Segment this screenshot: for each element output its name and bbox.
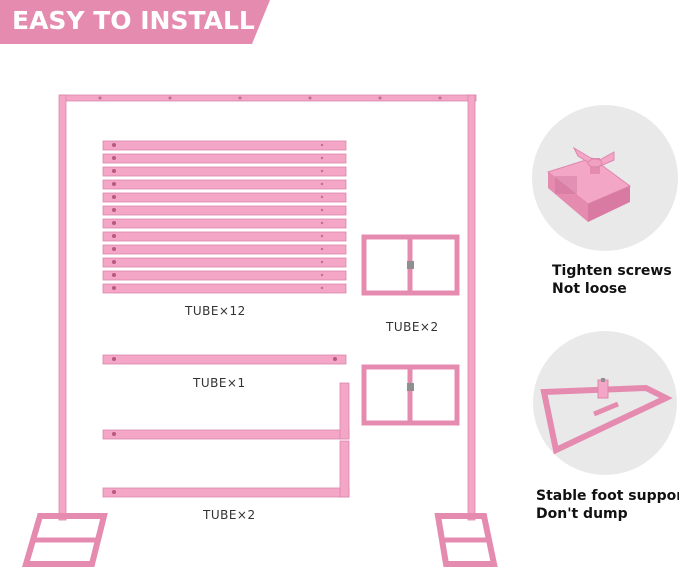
label-tube-2-upright: TUBE×2 bbox=[203, 508, 256, 522]
l-tube-lower bbox=[102, 440, 350, 498]
label-tube-1: TUBE×1 bbox=[193, 376, 246, 390]
caption-screws: Tighten screws Not loose bbox=[552, 262, 672, 298]
header-banner: EASY TO INSTALL bbox=[0, 0, 270, 44]
left-foot-base bbox=[22, 513, 108, 567]
foot-detail-circle bbox=[533, 331, 677, 475]
label-tube-2-frame: TUBE×2 bbox=[386, 320, 439, 334]
screw-detail-circle bbox=[532, 105, 678, 251]
caption-screws-line1: Tighten screws bbox=[552, 263, 672, 279]
caption-foot-line1: Stable foot support bbox=[536, 488, 679, 504]
banner-shape bbox=[0, 0, 270, 44]
tube-stack-12 bbox=[102, 140, 347, 294]
label-tube-12: TUBE×12 bbox=[185, 304, 246, 318]
wing-screw-icon bbox=[572, 146, 615, 174]
caption-foot-line2: Don't dump bbox=[536, 506, 628, 522]
l-tube-upper bbox=[102, 382, 350, 440]
backdrop-frame bbox=[58, 94, 477, 521]
banner-title: EASY TO INSTALL bbox=[12, 6, 255, 35]
caption-screws-line2: Not loose bbox=[552, 281, 627, 297]
base-frame-part-top bbox=[361, 234, 460, 296]
single-tube bbox=[102, 354, 347, 365]
base-frame-part-bottom bbox=[361, 364, 460, 426]
right-foot-base bbox=[434, 513, 498, 567]
caption-foot: Stable foot support Don't dump bbox=[536, 487, 679, 523]
